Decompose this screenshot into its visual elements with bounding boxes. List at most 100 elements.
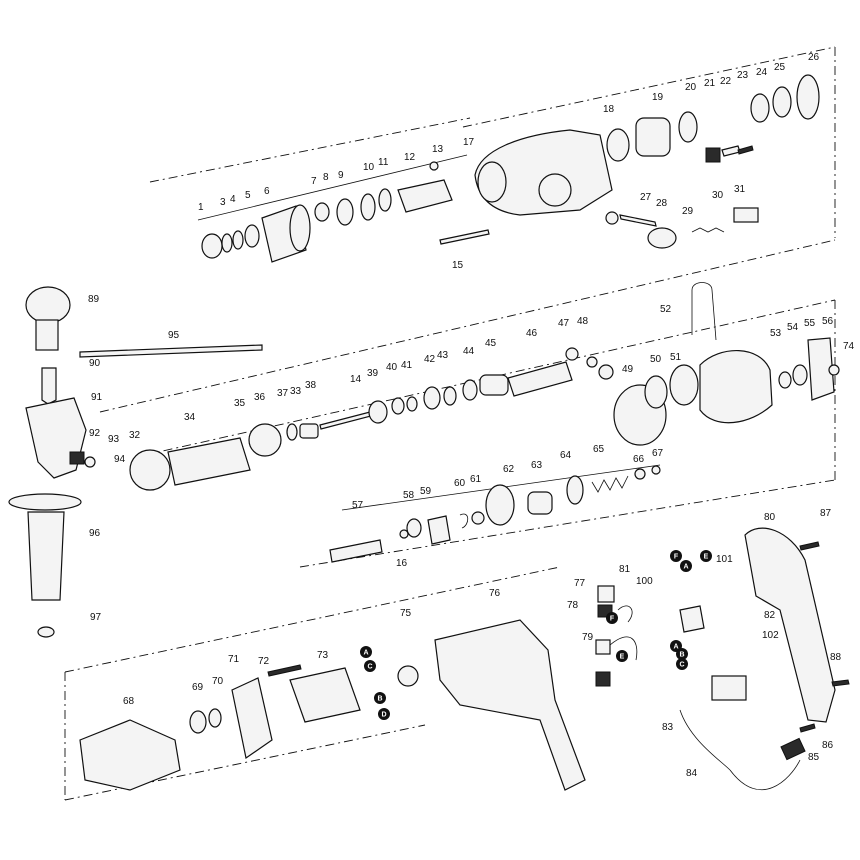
part-label-71: 71 [228,654,240,665]
connector-letter: C [679,662,684,669]
part-59-clutch [427,515,451,545]
part-label-10: 10 [363,162,375,173]
part-41-ring [406,396,418,412]
part-label-22: 22 [720,76,732,87]
part-58-ring [406,518,422,538]
part-13-ball [429,161,439,171]
connector-c-1: C [676,658,688,670]
part-label-34: 34 [184,412,196,423]
part-67-ring [651,465,661,475]
part-68-armature [79,719,181,791]
part-label-63: 63 [531,460,543,471]
part-label-91: 91 [91,392,103,403]
connector-dot [378,708,390,720]
part-label-27: 27 [640,192,652,203]
part-85-clamp [780,737,806,761]
connector-dot [364,660,376,672]
part-label-83: 83 [662,722,674,733]
part-label-38: 38 [305,380,317,391]
part-label-55: 55 [804,318,816,329]
connector-dot [676,658,688,670]
part-91-depth-clamp [25,397,87,479]
part-83-cable [679,709,731,771]
part-label-9: 9 [338,170,344,181]
part-29-selector-knob [647,227,677,249]
connector-letter: E [704,554,709,561]
part-69-bearing [189,710,207,734]
connector-a-0: A [360,646,372,658]
part-84-cord [729,759,801,791]
part-label-77: 77 [574,578,586,589]
part-label-67: 67 [652,448,664,459]
part-label-57: 57 [352,500,364,511]
part-52-clip [691,282,717,341]
connector-dot [616,650,628,662]
part-label-18: 18 [603,104,615,115]
part-label-41: 41 [401,360,413,371]
part-label-37: 37 [277,388,289,399]
part-label-26: 26 [808,52,820,63]
part-label-1: 1 [198,202,204,213]
part-24-ring [750,93,770,123]
connector-dot [676,648,688,660]
part-34-shaft [167,437,251,486]
part-31-block [733,207,759,223]
part-95-depth-rod [79,344,263,358]
part-54-ring [778,371,792,389]
part-70-ring [208,708,222,728]
part-89-clamp-band [25,286,71,324]
part-label-73: 73 [317,650,329,661]
part-label-64: 64 [560,450,572,461]
connector-letter: A [683,564,688,571]
crank-housing-row [613,282,840,446]
part-100-wire-upper [617,605,633,623]
part-25-ring [772,86,792,118]
part-label-19: 19 [652,92,664,103]
part-label-45: 45 [485,338,497,349]
part-56-cover [807,337,835,401]
part-42-ring [423,386,441,410]
part-label-29: 29 [682,206,694,217]
connector-b-0: B [374,692,386,704]
part-label-70: 70 [212,676,224,687]
side-handle-group [8,286,263,638]
part-62-wobble [485,484,515,526]
part-3-ring [221,233,233,253]
part-label-51: 51 [670,352,682,363]
part-63-gear [527,491,553,515]
part-label-21: 21 [704,78,716,89]
connector-letter: A [673,644,678,651]
part-51-ring [669,364,699,406]
part-label-8: 8 [323,172,329,183]
part-label-96: 96 [89,528,101,539]
part-label-46: 46 [526,328,538,339]
connector-dot [360,646,372,658]
connector-dot [680,560,692,572]
part-label-81: 81 [619,564,631,575]
part-label-16: 16 [396,558,408,569]
part-label-11: 11 [378,157,389,168]
part-label-56: 56 [822,316,834,327]
part-4-ring [232,230,244,250]
part-73-stator [289,667,361,723]
part-44-ring [462,379,478,401]
part-64-gear [566,475,584,505]
part-77-brush-holder [597,585,615,603]
part-label-49: 49 [622,364,634,375]
divider-mid-3 [299,479,836,568]
part-16-washer [399,529,409,539]
part-label-52: 52 [660,304,672,315]
part-66-washer [634,468,646,480]
connector-letter: E [620,654,625,661]
part-label-47: 47 [558,318,570,329]
part-label-33: 33 [290,386,302,397]
connector-e-0: E [616,650,628,662]
part-11-ring [378,188,392,212]
part-label-89: 89 [88,294,100,305]
part-65-spring [591,475,629,493]
gear-housing-17 [474,129,759,249]
part-label-76: 76 [489,588,501,599]
part-96-handle-grip [27,511,65,601]
part-label-7: 7 [311,176,317,187]
